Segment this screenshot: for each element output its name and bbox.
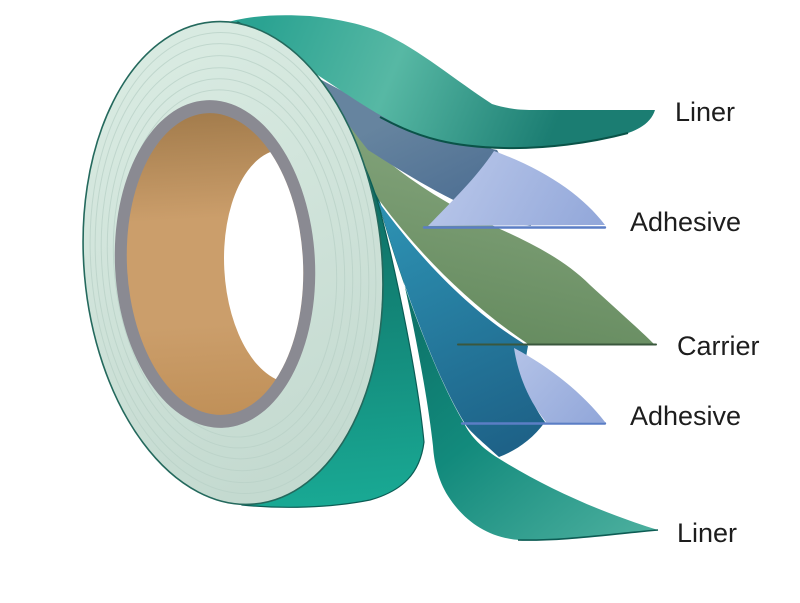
core-hole [224,149,311,384]
label-liner-bottom: Liner [677,518,737,548]
tape-roll-core-group [114,100,316,428]
liner-top-layer [185,15,655,149]
roll-ring-texture [89,32,377,494]
carrier-layer [332,102,654,344]
label-liner-top: Liner [675,97,735,127]
steel-under-layer [378,201,545,457]
label-carrier: Carrier [677,331,760,361]
label-adhesive-top: Adhesive [630,207,741,237]
label-adhesive-bottom: Adhesive [630,401,741,431]
adhesive-bottom-layer [514,348,605,422]
liner-bottom-edge [517,529,659,541]
adhesive-top-layer [428,151,605,226]
liner-top-edge [379,116,629,150]
